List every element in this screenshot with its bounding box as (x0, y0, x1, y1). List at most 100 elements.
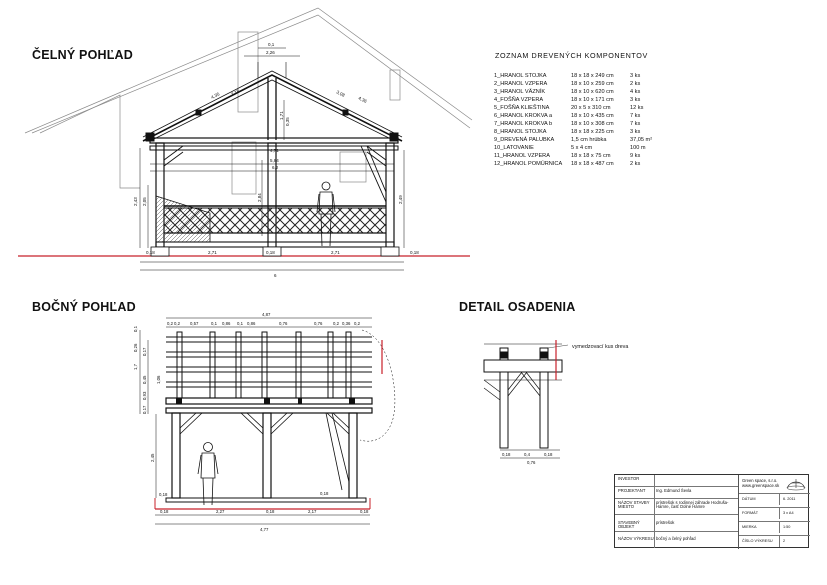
dim-side-l4: 1,7 (133, 363, 138, 370)
side-view-title: BOČNÝ POHĽAD (32, 300, 136, 314)
dim-top1: 0,1 (268, 42, 275, 47)
component-name: 10_LATOVANIE (494, 145, 534, 151)
component-row: 1_HRANOL STOJKA 18 x 18 x 249 cm 3 ks (494, 72, 660, 80)
firm-logo-icon (786, 479, 806, 491)
tb-row-object: STAVEBNÝ OBJEKT prístrešok (615, 515, 738, 532)
tb-right-row-scale: MIERKA 1:50 (739, 521, 810, 533)
component-row: 9_DREVENÁ PALUBKA 1,5 cm hrúbka 37,05 m² (494, 136, 660, 144)
dim-h-left: 2,43 (133, 197, 138, 206)
component-size: 18 x 18 x 249 cm (571, 73, 614, 79)
component-qty: 3 ks (630, 73, 641, 79)
tb-key: NÁZOV STAVBY MIESTO (618, 500, 650, 510)
component-name: 2_HRANOL VZPERA (494, 81, 548, 87)
dim-detail-d2: 0,4 (524, 452, 531, 457)
dim-lvl3: 6,2 (272, 165, 279, 170)
dim-b4: 2,71 (331, 250, 340, 255)
tb-key: NÁZOV VÝKRESU (618, 536, 654, 541)
dim-b1: 0,18 (146, 250, 155, 255)
dim-side-b5: 0,18 (360, 509, 369, 514)
tb-value: prístrešok (656, 520, 675, 525)
dim-rafter-right: 3,08 (336, 89, 347, 98)
dim-side-b2: 2,27 (216, 509, 225, 514)
component-qty: 37,05 m² (630, 137, 653, 143)
components-title: ZOZNAM DREVENÝCH KOMPONENTOV (495, 51, 648, 60)
detail-dimension-lines (500, 449, 560, 459)
dim-side-top-4: 0,86 (222, 321, 231, 326)
tb-right-value: 1:50 (783, 525, 791, 529)
dim-detail-d3: 0,18 (544, 452, 553, 457)
component-size: 18 x 18 x 75 cm (571, 153, 611, 159)
dim-v1: 1,71 (279, 111, 284, 120)
dim-h-right: 2,49 (398, 195, 403, 204)
component-size: 18 x 10 x 308 cm (571, 121, 614, 127)
component-qty: 2 ks (630, 161, 641, 167)
dim-lvl2: 5,84 (270, 158, 279, 163)
dim-side-b4: 2,17 (308, 509, 317, 514)
dim-side-top-2: 0,57 (190, 321, 199, 326)
person-figure-front (316, 181, 336, 247)
component-qty: 4 ks (630, 89, 641, 95)
dim-side-l1: 0,1 (133, 325, 138, 332)
tb-key: INVESTOR (618, 476, 640, 481)
detail-note: vymedzovací kus dreva (572, 344, 629, 350)
dim-detail-total: 0,76 (527, 460, 536, 465)
tb-key: STAVEBNÝ OBJEKT (618, 520, 640, 530)
tb-row-building: NÁZOV STAVBY MIESTO prístrešok s rodinne… (615, 499, 738, 515)
side-structure (165, 331, 373, 503)
tb-row-designer: PROJEKTANT Ing. Edmund Ševla (615, 487, 738, 499)
dim-side-base1: 0,18 (159, 492, 168, 497)
component-qty: 12 ks (630, 105, 644, 111)
component-qty: 2 ks (630, 81, 641, 87)
side-dimension-lines (139, 317, 372, 525)
detail-view-title: DETAIL OSADENIA (459, 300, 576, 314)
front-view-title: ČELNÝ POHĽAD (32, 48, 134, 62)
dim-detail-d1: 0,18 (502, 452, 511, 457)
dim-side-l3: 0,17 (142, 347, 147, 356)
tb-right-key: FORMÁT (742, 511, 759, 515)
dim-side-top-10: 0,36 (342, 321, 351, 326)
dim-side-l5: 0,45 (142, 375, 147, 384)
dim-side-top-8: 0,76 (314, 321, 323, 326)
dim-side-b1: 0,18 (160, 509, 169, 514)
component-name: 4_FOŠŇA VZPERA (494, 97, 544, 103)
front-dimension-labels: 0,1 2,26 4,35 3,15 3,08 4,36 4,71 5,84 6… (133, 42, 419, 278)
title-block-right: Green space, s.r.o. www.greenspace.sk DÁ… (738, 475, 810, 549)
firm-name: Green space, s.r.o. (742, 478, 778, 483)
component-qty: 9 ks (630, 153, 641, 159)
dim-side-h-post: 2,45 (150, 453, 155, 462)
component-size: 1,5 cm hrúbka (571, 137, 607, 143)
dim-total: 6 (274, 273, 277, 278)
front-dimension-lines (139, 47, 405, 271)
dim-h-mid: 2,84 (257, 193, 262, 202)
detail-dimension-labels: 0,18 0,4 0,18 0,76 (502, 452, 553, 465)
side-dimension-labels: 4,87 0,2 0,2 0,57 0,1 0,86 0,1 0,86 0,76… (133, 312, 369, 532)
dim-rafter-left: 4,35 (210, 91, 221, 100)
tb-right-value: 6. 2011 (783, 497, 796, 501)
component-name: 6_HRANOL KROKVA a (494, 113, 553, 119)
component-name: 1_HRANOL STOJKA (494, 73, 547, 79)
tb-right-value: 2 (783, 539, 786, 543)
dim-side-total: 4,77 (260, 527, 269, 532)
dim-side-top-11: 0,2 (354, 321, 361, 326)
dim-side-b3: 0,18 (266, 509, 275, 514)
tb-row-investor: INVESTOR (615, 475, 738, 487)
component-name: 9_DREVENÁ PALUBKA (494, 137, 555, 143)
component-size: 18 x 10 x 435 cm (571, 113, 614, 119)
dim-b2: 2,71 (208, 250, 217, 255)
tb-value: bočný a čelný pohľad (656, 536, 696, 541)
dim-b5: 0,18 (410, 250, 419, 255)
dim-side-l6: 1,06 (156, 375, 161, 384)
dim-side-top-9: 0,2 (333, 321, 340, 326)
tb-right-row-date: DÁTUM 6. 2011 (739, 493, 810, 505)
tb-right-row-number: ČÍSLO VÝKRESU 2 (739, 535, 810, 547)
